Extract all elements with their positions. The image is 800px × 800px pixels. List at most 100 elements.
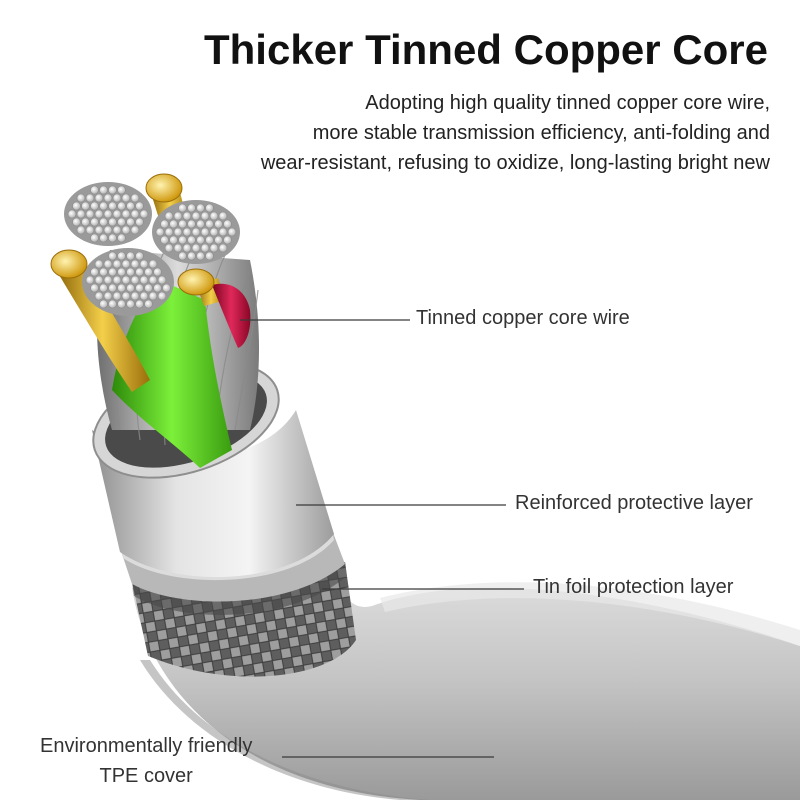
copper-strand-dot	[130, 209, 140, 219]
copper-strand-dot	[227, 227, 237, 237]
copper-strand-dot	[99, 201, 108, 211]
copper-strand-dot	[76, 209, 86, 219]
copper-strand-dot	[90, 283, 99, 293]
copper-strand-dot	[155, 227, 165, 237]
copper-strand-dot	[209, 243, 219, 253]
copper-strand-dot	[178, 203, 187, 213]
copper-strand-dot	[121, 209, 131, 219]
copper-strand-dot	[191, 227, 201, 237]
label-tpe-cover: Environmentally friendly TPE cover	[40, 731, 252, 791]
copper-strand-dot	[169, 219, 178, 229]
copper-strand-dot	[117, 217, 126, 227]
copper-strand-dot	[162, 283, 171, 293]
copper-strand-dot	[121, 275, 131, 285]
copper-strand-dot	[94, 209, 104, 219]
copper-strand-dot	[90, 267, 99, 277]
copper-strand-dot	[209, 211, 219, 221]
copper-strand-dot	[85, 225, 95, 235]
copper-strand-dot	[144, 267, 153, 277]
copper-strand-dot	[144, 283, 153, 293]
copper-strand-dot	[112, 209, 122, 219]
copper-strand-dot	[99, 267, 108, 277]
copper-strand-dot	[205, 219, 214, 229]
copper-strand-dot	[117, 251, 126, 261]
copper-strand-dot	[90, 185, 99, 195]
description-line: Adopting high quality tinned copper core…	[365, 92, 770, 114]
copper-strand-dot	[218, 211, 228, 221]
copper-strand-dot	[157, 291, 167, 301]
copper-strand-dot	[85, 193, 95, 203]
copper-strand-dot	[99, 283, 108, 293]
copper-strand-dot	[126, 217, 135, 227]
copper-strand-dot	[139, 291, 149, 301]
description-line: more stable transmission efficiency, ant…	[312, 122, 770, 144]
copper-strand-dot	[103, 259, 113, 269]
copper-strand-dot	[173, 243, 183, 253]
copper-strand-dot	[103, 291, 113, 301]
copper-strand-dot	[76, 193, 86, 203]
copper-strand-dot	[157, 275, 167, 285]
copper-strand-dot	[108, 267, 117, 277]
copper-strand-dot	[130, 193, 140, 203]
copper-strand-dot	[214, 219, 223, 229]
copper-strand-dot	[200, 227, 210, 237]
copper-strand-dot	[90, 233, 99, 243]
copper-strand-dot	[160, 235, 169, 245]
copper-strand-dot	[148, 275, 158, 285]
copper-strand-dot	[196, 235, 205, 245]
copper-strand-dot	[214, 235, 223, 245]
copper-strand-dot	[72, 201, 81, 211]
copper-strand-dot	[94, 291, 104, 301]
copper-strand-dot	[173, 211, 183, 221]
copper-strand-dot	[178, 235, 187, 245]
copper-strand-dot	[94, 259, 104, 269]
copper-strand-dot	[112, 193, 122, 203]
copper-strand-dot	[153, 283, 162, 293]
copper-strand-dot	[103, 225, 113, 235]
copper-strand-dot	[187, 235, 196, 245]
copper-strand-dot	[135, 299, 144, 309]
copper-strand-dot	[112, 225, 122, 235]
copper-strand-dot	[72, 217, 81, 227]
copper-strand-dot	[112, 275, 122, 285]
copper-strand-dot	[205, 203, 214, 213]
copper-strand-dot	[130, 275, 140, 285]
copper-strand-dot	[187, 251, 196, 261]
copper-strand-dot	[117, 267, 126, 277]
copper-strand-dot	[164, 243, 174, 253]
copper-strand-dot	[90, 217, 99, 227]
copper-strand-dot	[130, 291, 140, 301]
copper-strand-dot	[108, 185, 117, 195]
copper-strand-dot	[182, 243, 192, 253]
copper-strand-dot	[200, 243, 210, 253]
copper-strand-dot	[94, 225, 104, 235]
copper-strand-dot	[94, 275, 104, 285]
copper-strand-dot	[164, 211, 174, 221]
copper-strand-dot	[126, 201, 135, 211]
copper-strand-dot	[90, 201, 99, 211]
copper-strand-dot	[135, 217, 144, 227]
copper-strand-dot	[130, 259, 140, 269]
copper-strand-dot	[164, 227, 174, 237]
copper-strand-dot	[81, 217, 90, 227]
copper-strand-dot	[117, 299, 126, 309]
copper-strand-dot	[126, 283, 135, 293]
copper-strand-dot	[178, 251, 187, 261]
copper-strand-dot	[81, 201, 90, 211]
copper-strand-dot	[121, 291, 131, 301]
copper-strand-dot	[126, 299, 135, 309]
copper-strand-dot	[126, 267, 135, 277]
copper-strand-dot	[205, 235, 214, 245]
copper-strand-dot	[112, 291, 122, 301]
copper-strand-dot	[160, 219, 169, 229]
copper-strand-dot	[135, 267, 144, 277]
copper-strand-dot	[76, 225, 86, 235]
copper-strand-dot	[103, 193, 113, 203]
copper-strand-dot	[126, 251, 135, 261]
copper-strand-dot	[218, 243, 228, 253]
copper-strand-dot	[187, 219, 196, 229]
copper-strand-dot	[144, 299, 153, 309]
copper-strand-dot	[139, 259, 149, 269]
copper-strand-dot	[112, 259, 122, 269]
